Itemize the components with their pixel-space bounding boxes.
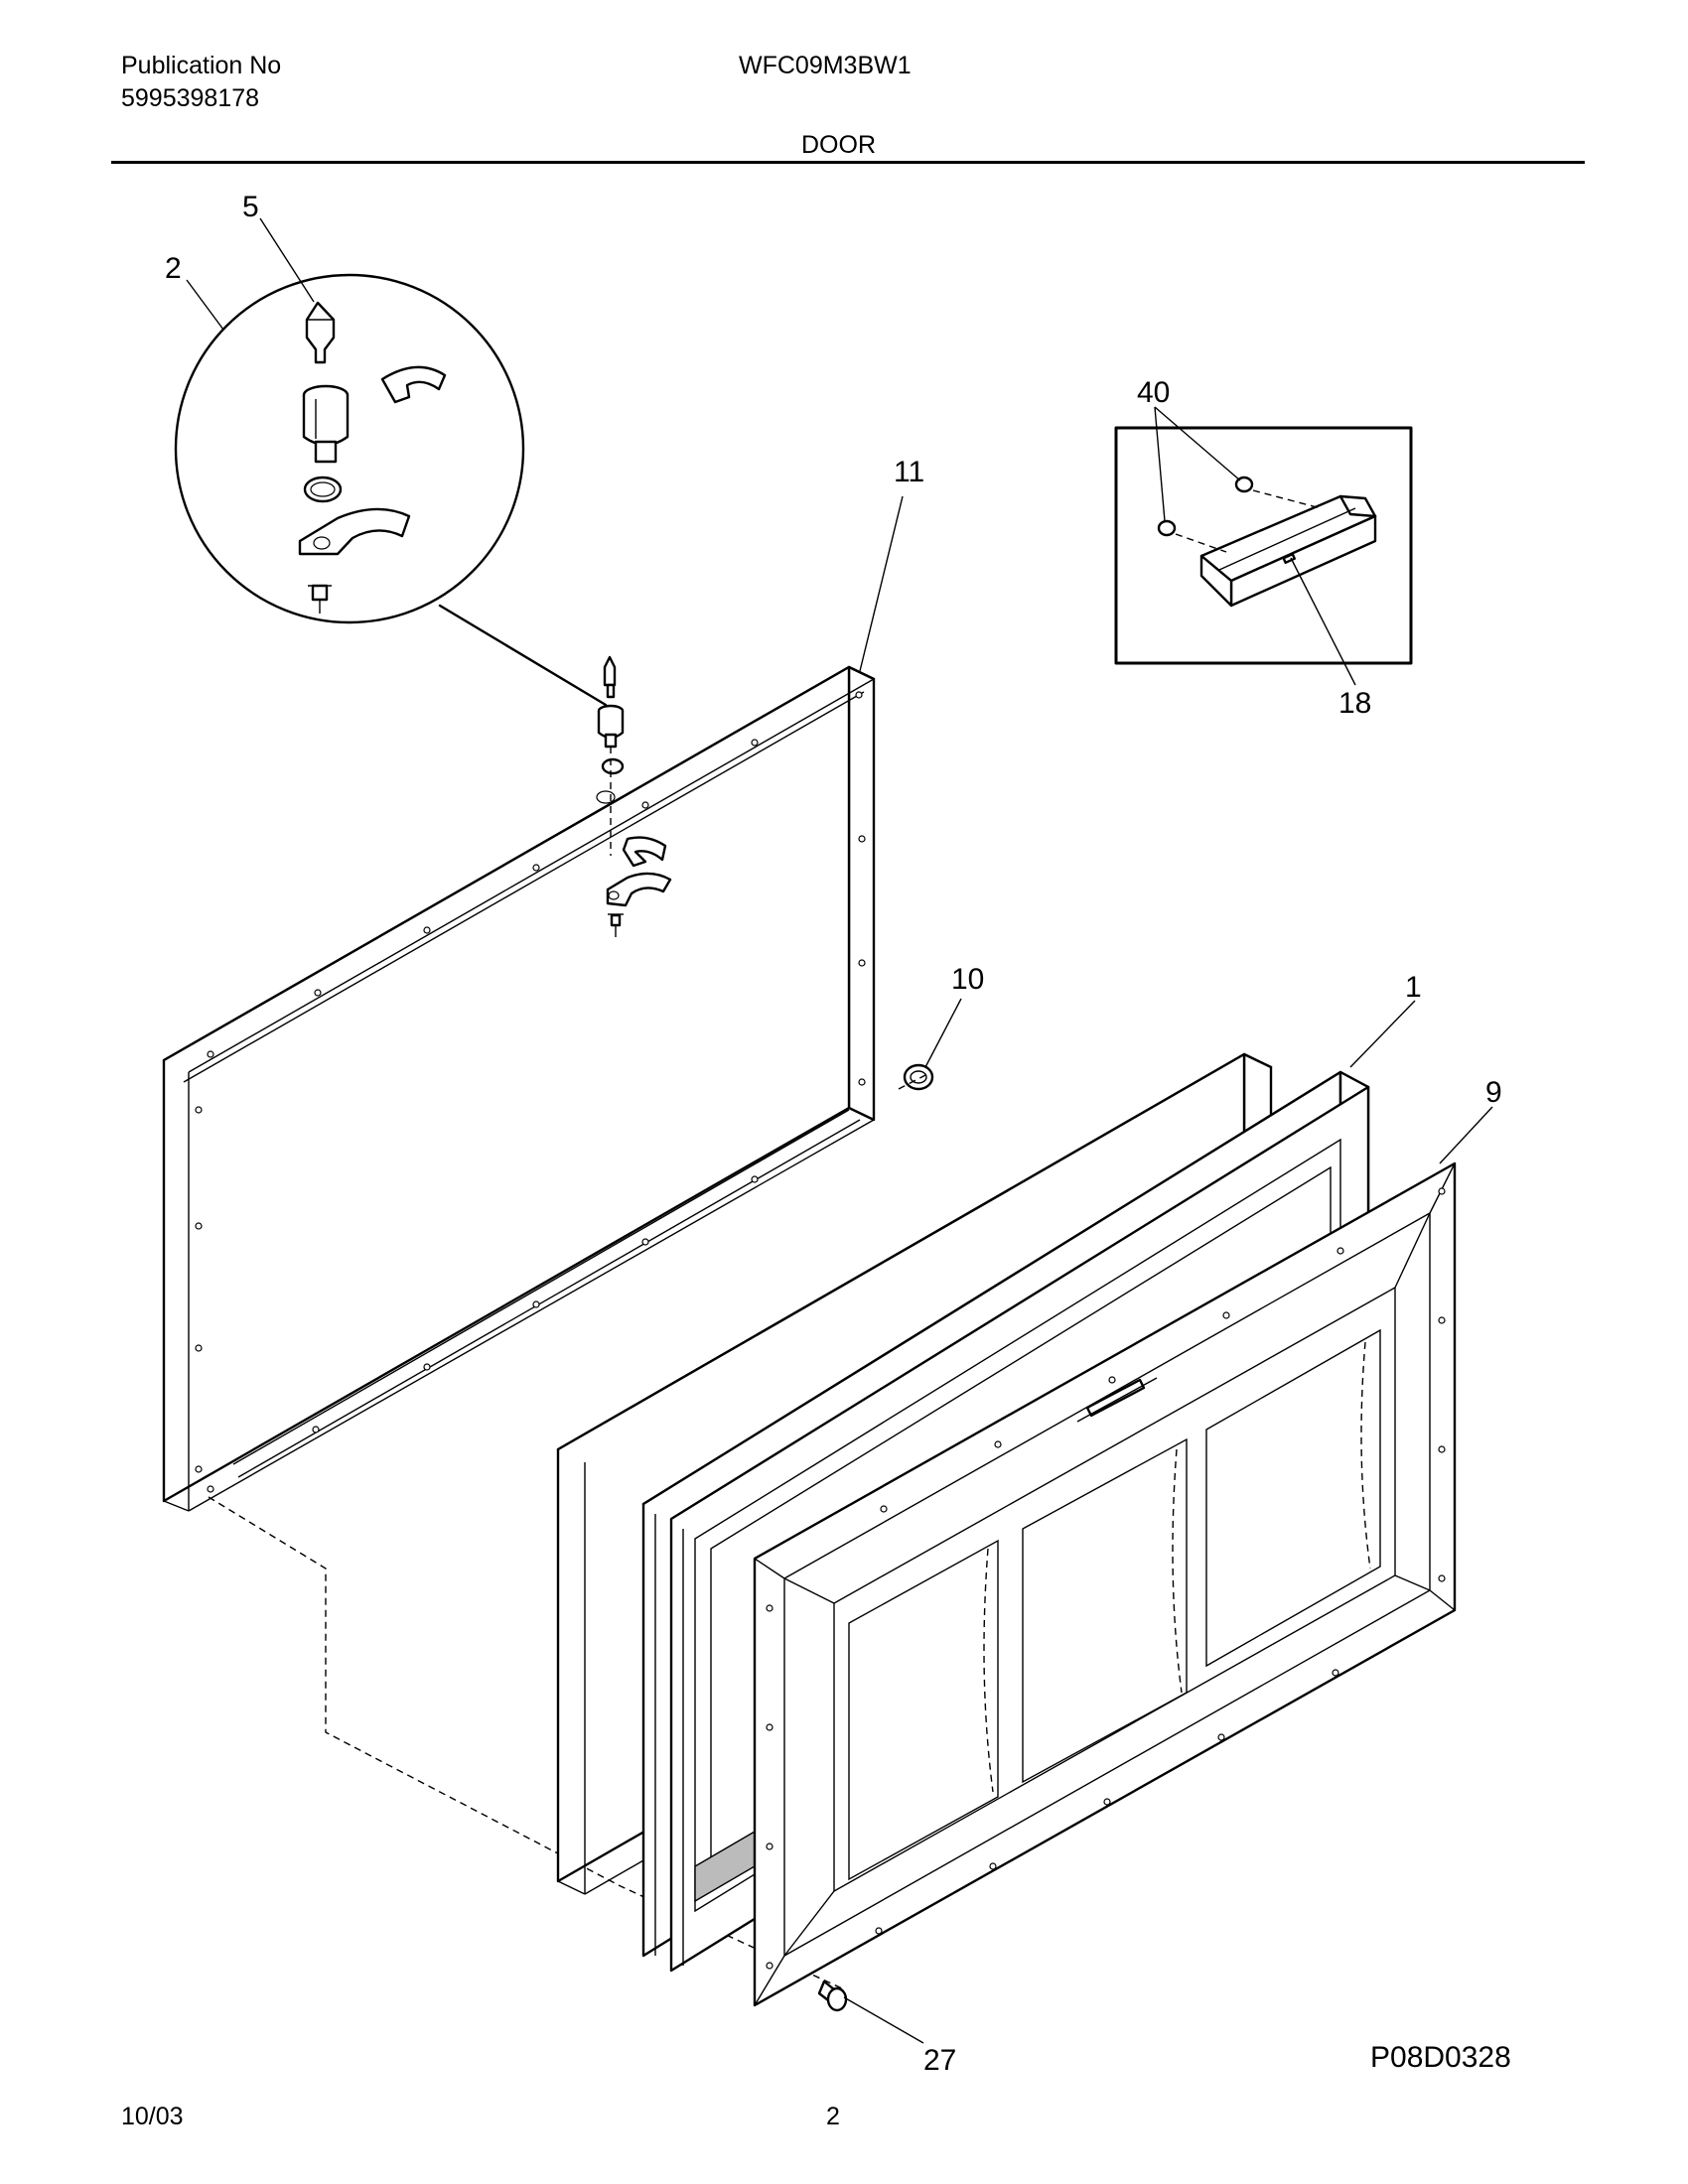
handle-detail-box (1114, 426, 1413, 665)
callout-9: 9 (1485, 1076, 1502, 1109)
callout-10: 10 (951, 963, 984, 996)
hinge-detail-circle (174, 273, 608, 707)
page-number: 2 (826, 2103, 840, 2130)
callout-5: 5 (242, 191, 259, 223)
publication-number: 5995398178 (121, 84, 260, 112)
callout-2: 2 (165, 252, 182, 285)
screw (817, 1979, 848, 2012)
section-title: DOOR (801, 131, 876, 159)
callout-27: 27 (923, 2044, 956, 2077)
callout-1: 1 (1405, 971, 1422, 1004)
footer-date: 10/03 (121, 2103, 184, 2130)
callout-11: 11 (894, 456, 924, 488)
door-bumper (898, 1063, 934, 1091)
header-rule (111, 161, 1585, 164)
hinge-assembly-small (596, 655, 672, 937)
leader-lines (186, 217, 1493, 2044)
callout-40: 40 (1137, 376, 1170, 409)
outer-door-panel (162, 665, 876, 1512)
callout-18: 18 (1338, 687, 1371, 720)
publication-label: Publication No (121, 52, 282, 79)
model-number: WFC09M3BW1 (739, 52, 912, 79)
door-inner-liner (753, 1161, 1457, 2007)
drawing-code: P08D0328 (1370, 2041, 1511, 2074)
